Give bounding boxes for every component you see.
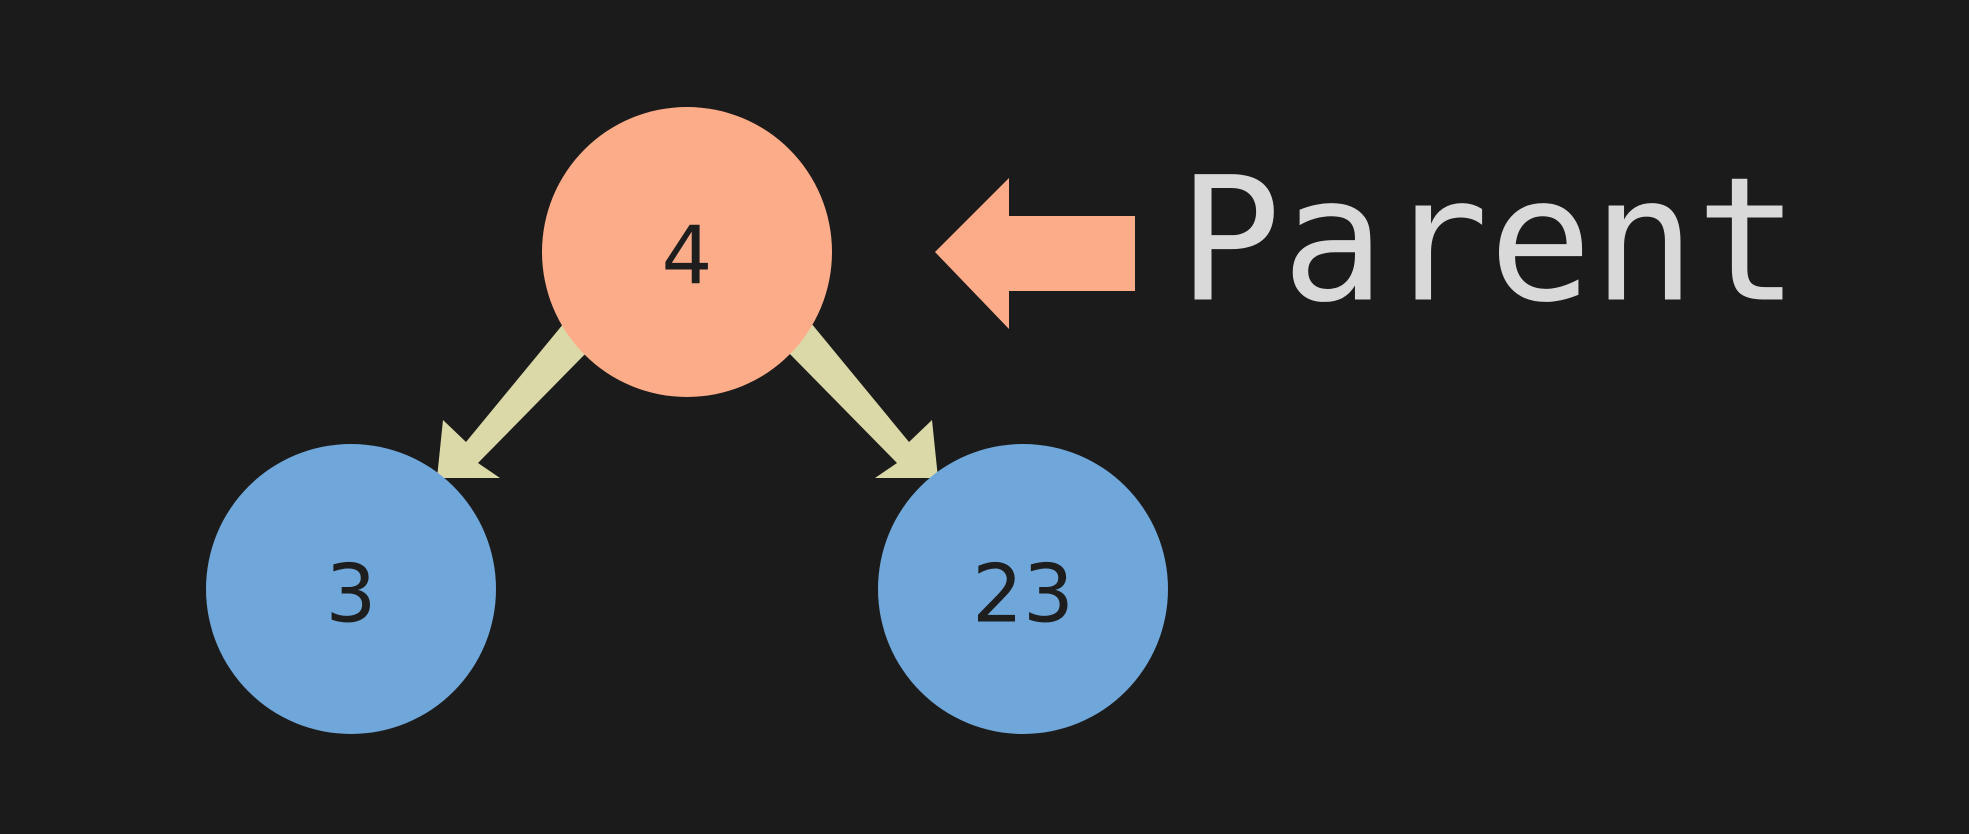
node-parent-label: 4 [662, 210, 713, 303]
node-right-child-label: 23 [972, 548, 1074, 641]
edge-parent-to-right-child [784, 323, 938, 478]
node-left-child-circle [206, 444, 496, 734]
node-right-child: 23 [878, 444, 1168, 734]
node-right-child-circle [878, 444, 1168, 734]
node-left-child-label: 3 [326, 548, 377, 641]
node-left-child: 3 [206, 444, 496, 734]
edge-arrow-left [437, 323, 591, 478]
node-parent: 4 [542, 107, 832, 397]
callout-label: Parent [1178, 140, 1799, 341]
edge-parent-to-left-child [437, 323, 591, 478]
node-parent-circle [542, 107, 832, 397]
edge-arrow-right [784, 323, 938, 478]
callout-arrow-left-icon [935, 178, 1135, 329]
